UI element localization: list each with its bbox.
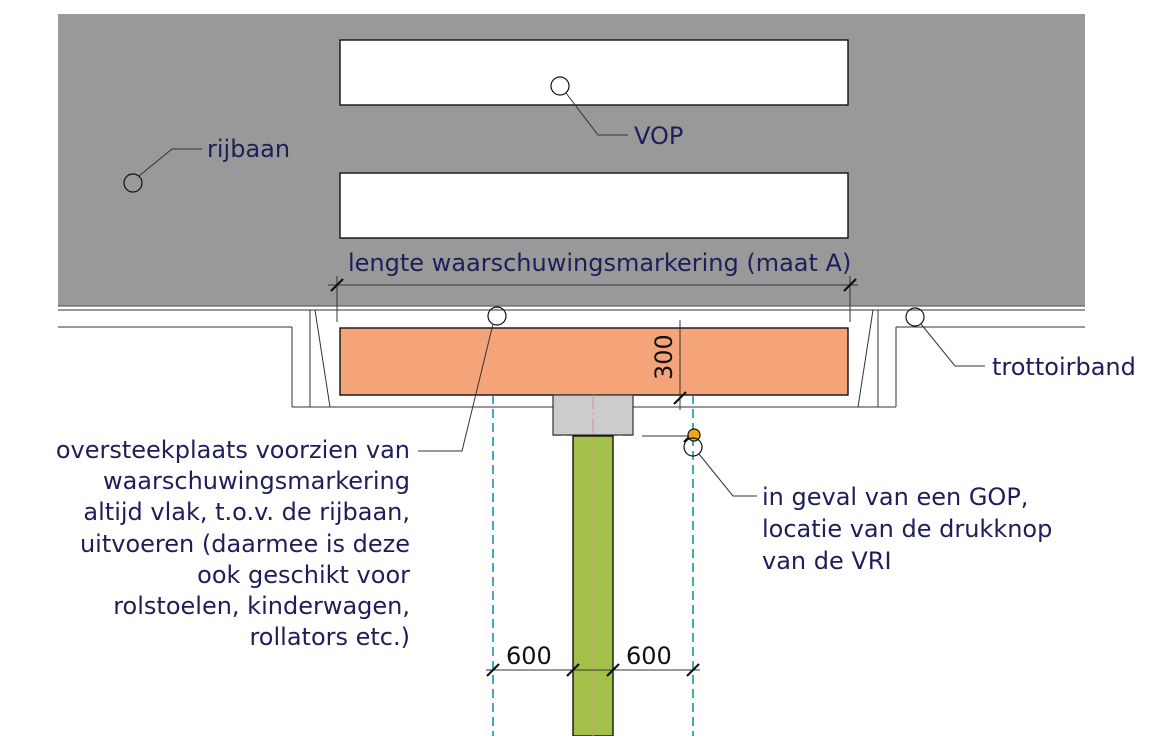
width-label-left: 600	[506, 642, 552, 670]
zebra-bar-bottom	[339, 172, 849, 239]
svg-text:rolstoelen, kinderwagen,: rolstoelen, kinderwagen,	[113, 592, 410, 620]
curb-marker	[905, 307, 925, 327]
svg-text:rollators etc.): rollators etc.)	[249, 623, 410, 651]
curb-leader	[920, 323, 985, 367]
warning-marking	[339, 327, 849, 396]
road-leader	[138, 148, 202, 177]
svg-text:oversteekplaats voorzien van: oversteekplaats voorzien van	[56, 436, 410, 464]
dimension-widths	[486, 663, 700, 677]
curb-label: trottoirband	[992, 353, 1136, 381]
note-left: oversteekplaats voorzien van waarschuwin…	[56, 436, 410, 651]
zebra-bar-top	[339, 39, 849, 106]
note-right: in geval van een GOP, locatie van de dru…	[762, 483, 1052, 575]
curb-outline	[58, 309, 1085, 408]
pushbutton-ring	[683, 437, 703, 457]
crossing-label: VOP	[634, 122, 683, 150]
offset-label: 300	[650, 334, 678, 380]
marking-leader	[418, 323, 494, 452]
road-marker	[123, 173, 143, 193]
marking-marker	[487, 306, 507, 326]
svg-text:ook geschikt voor: ook geschikt voor	[197, 561, 410, 589]
svg-text:locatie van de drukknop: locatie van de drukknop	[762, 515, 1052, 543]
dimension-marking-length	[328, 276, 858, 322]
marking-length-label: lengte waarschuwingsmarkering (maat A)	[348, 249, 851, 277]
crossing-marker	[550, 76, 570, 96]
pushbutton-leader	[698, 453, 757, 497]
svg-text:altijd vlak, t.o.v. de rijbaan: altijd vlak, t.o.v. de rijbaan,	[83, 498, 410, 526]
crossing-leader	[565, 92, 628, 136]
road-label: rijbaan	[207, 135, 290, 163]
svg-text:uitvoeren (daarmee is deze: uitvoeren (daarmee is deze	[80, 530, 410, 558]
svg-text:in geval van een GOP,: in geval van een GOP,	[762, 483, 1028, 511]
svg-text:waarschuwingsmarkering: waarschuwingsmarkering	[103, 467, 410, 495]
svg-text:van de VRI: van de VRI	[762, 547, 892, 575]
width-label-right: 600	[626, 642, 672, 670]
